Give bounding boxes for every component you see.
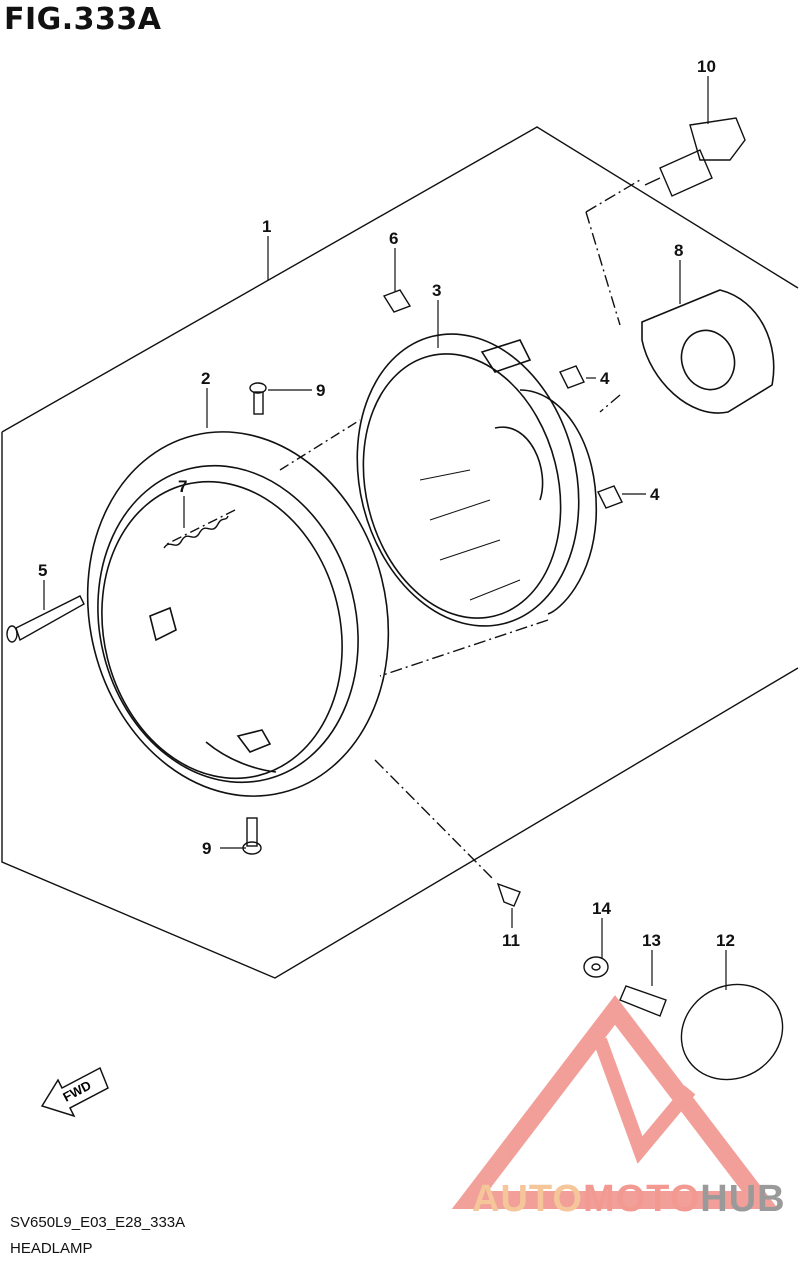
callout-13: 13 — [642, 931, 661, 950]
callout-7: 7 — [178, 477, 187, 496]
callout-4-lower: 4 — [650, 485, 660, 504]
screw-upper — [249, 382, 267, 415]
callout-3: 3 — [432, 281, 441, 300]
watermark-part-hub: HUB — [700, 1178, 786, 1220]
callout-5: 5 — [38, 561, 47, 580]
collar — [619, 985, 667, 1017]
fwd-arrow-icon: FWD — [40, 1066, 109, 1118]
bolt — [496, 882, 521, 907]
callout-11: 11 — [502, 931, 520, 950]
nut-upper — [559, 365, 585, 389]
callout-9-lower: 9 — [202, 839, 211, 858]
adjuster-screw — [6, 595, 85, 643]
callout-14: 14 — [592, 899, 611, 918]
alignment-lines — [379, 179, 641, 677]
assembly-enclosure — [1, 126, 799, 979]
model-code: SV650L9_E03_E28_333A — [10, 1214, 186, 1231]
bulb — [644, 117, 746, 197]
callout-2: 2 — [201, 369, 210, 388]
washer — [583, 956, 609, 978]
callout-6: 6 — [389, 229, 398, 248]
spring — [163, 515, 229, 549]
figure-caption: HEADLAMP — [10, 1240, 93, 1257]
callout-12: 12 — [716, 931, 735, 950]
figure-title: FIG.333A — [4, 2, 162, 37]
headlamp-rim — [86, 431, 390, 797]
callout-8: 8 — [674, 241, 683, 260]
nut-lower — [597, 485, 623, 509]
watermark-part-auto: AUTO — [472, 1178, 583, 1220]
callout-4-upper: 4 — [600, 369, 610, 388]
nut-top — [382, 289, 412, 313]
lens-reflector — [356, 333, 597, 627]
callout-9-upper: 9 — [316, 381, 325, 400]
bulb-socket-cover — [641, 289, 775, 414]
callout-10: 10 — [697, 57, 716, 76]
cushion — [680, 983, 784, 1081]
callout-1: 1 — [262, 217, 271, 236]
watermark-logo-icon — [451, 995, 779, 1209]
watermark-brand: AUTOMOTOHUB — [472, 1178, 786, 1221]
watermark-part-moto: MOTO — [582, 1178, 701, 1220]
